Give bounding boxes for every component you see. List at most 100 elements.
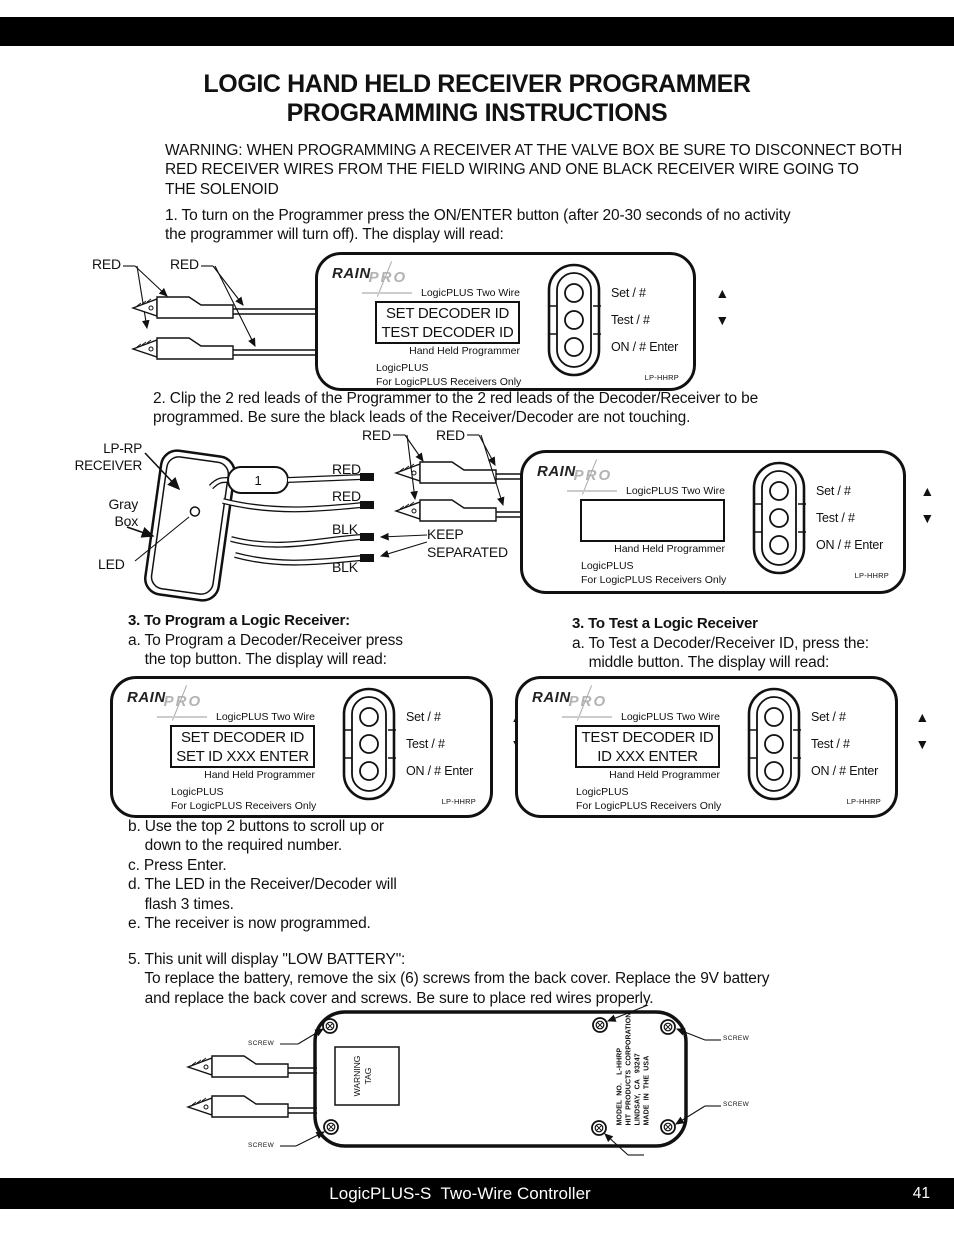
keep-separated-label: KEEP SEPARATED <box>427 526 508 560</box>
logicplus-label: LogicPLUS <box>171 786 224 798</box>
up-arrow-icon: ▲ <box>915 709 929 725</box>
button-label-enter: ON / # Enter <box>611 340 679 354</box>
set-button <box>764 707 784 727</box>
gray-box-label: Gray Box <box>108 496 138 529</box>
warning-paragraph: WARNING: WHEN PROGRAMMING A RECEIVER AT … <box>165 142 903 198</box>
clip-label-red-1: RED <box>362 427 391 443</box>
alligator-clip-icon <box>393 499 497 522</box>
screw-icon <box>322 1018 338 1034</box>
brand-rain: RAIN <box>332 265 371 282</box>
two-wire-label: LogicPLUS Two Wire <box>620 711 720 723</box>
button-label-test: Test / #▼ <box>816 510 934 526</box>
model-label: LP-HHRP <box>644 373 679 382</box>
receiver-label: LP-RP RECEIVER <box>74 441 143 473</box>
set-button <box>564 283 584 303</box>
programmer-device-4: RAINPRO LogicPLUS Two Wire TEST DECODER … <box>515 676 929 818</box>
hand-held-label: Hand Held Programmer <box>409 345 520 357</box>
brand-rain: RAIN <box>127 689 166 706</box>
warning-tag-text: WARNING TAG <box>352 1055 373 1097</box>
logicplus-label: LogicPLUS <box>576 786 629 798</box>
two-wire-label: LogicPLUS Two Wire <box>625 485 725 497</box>
two-wire-label: LogicPLUS Two Wire <box>420 287 520 299</box>
back-plate <box>313 1010 688 1148</box>
steps-bcde-paragraph: b. Use the top 2 buttons to scroll up or… <box>128 818 397 933</box>
display-line-1: SET DECODER ID <box>385 305 510 322</box>
display-line-2: ID XXX ENTER <box>597 748 698 765</box>
logo-tagline <box>362 292 412 294</box>
button-label-enter: ON / # Enter <box>406 764 474 778</box>
footer-bar: LogicPLUS-S Two-Wire Controller 41 <box>0 1178 954 1209</box>
receivers-only-label: For LogicPLUS Receivers Only <box>376 376 522 388</box>
receivers-only-label: For LogicPLUS Receivers Only <box>576 800 722 812</box>
page-title-line2: PROGRAMMING INSTRUCTIONS <box>286 99 668 127</box>
page-number: 41 <box>912 1185 930 1202</box>
alligator-clip-icon <box>130 337 234 360</box>
button-cluster <box>547 263 601 377</box>
alligator-clip-icon <box>130 296 234 319</box>
rainpro-logo: RAINPRO <box>532 685 628 721</box>
blk-wire-tip <box>360 554 374 562</box>
page-title-line1: LOGIC HAND HELD RECEIVER PROGRAMMER <box>203 70 751 98</box>
button-cluster <box>342 687 396 801</box>
set-button <box>359 707 379 727</box>
screw-icon <box>591 1120 607 1136</box>
screw-label-tl: SCREW <box>248 1040 275 1047</box>
up-arrow-icon: ▲ <box>715 285 729 301</box>
hand-held-label: Hand Held Programmer <box>204 769 315 781</box>
model-label: LP-HHRP <box>854 571 889 580</box>
enter-button <box>359 761 379 781</box>
display-line-1: SET DECODER ID <box>180 729 305 746</box>
leads-diagram <box>123 265 318 360</box>
button-label-set: Set / #▲ <box>816 483 934 499</box>
blk-wire-tip <box>360 533 374 541</box>
model-info-text: MODEL NO. L-HHRP HIT PRODUCTS CORPORATIO… <box>616 1012 651 1126</box>
wire-label-red-1: RED <box>332 461 361 477</box>
wire-label-red-2: RED <box>332 488 361 504</box>
two-wire-label: LogicPLUS Two Wire <box>215 711 315 723</box>
wire-label-blk-2: BLK <box>332 559 358 575</box>
logicplus-label: LogicPLUS <box>376 362 429 374</box>
lcd-display: SET DECODER ID SET ID XXX ENTER <box>170 725 315 768</box>
model-label: LP-HHRP <box>846 797 881 806</box>
display-line-1: TEST DECODER ID <box>581 729 714 746</box>
test-button <box>359 734 379 754</box>
wire-label-red-2: RED <box>170 256 199 272</box>
receiver-box <box>144 449 236 602</box>
step1-paragraph: 1. To turn on the Programmer press the O… <box>165 207 791 244</box>
wire-label-red-1: RED <box>92 256 121 272</box>
screw-label-bl: SCREW <box>248 1142 275 1149</box>
down-arrow-icon: ▼ <box>715 312 729 328</box>
button-label-set: Set / #▲ <box>611 285 729 301</box>
button-label-enter: ON / # Enter <box>816 538 884 552</box>
program-heading: 3. To Program a Logic Receiver: <box>128 612 350 629</box>
lcd-display: SET DECODER ID TEST DECODER ID <box>375 301 520 344</box>
up-arrow-icon: ▲ <box>920 483 934 499</box>
screw-icon <box>592 1017 608 1033</box>
rainpro-logo: RAINPRO <box>332 261 428 297</box>
red-wire-tip <box>360 473 374 481</box>
back-cover-diagram <box>185 1005 721 1156</box>
set-button <box>769 481 789 501</box>
led-label: LED <box>98 556 125 572</box>
program-body: a. To Program a Decoder/Receiver press t… <box>128 632 403 669</box>
down-arrow-icon: ▼ <box>915 736 929 752</box>
button-label-enter: ON / # Enter <box>811 764 879 778</box>
receivers-only-label: For LogicPLUS Receivers Only <box>581 574 727 586</box>
brand-rain: RAIN <box>537 463 576 480</box>
enter-button <box>564 337 584 357</box>
test-button <box>764 734 784 754</box>
clip-label-red-2: RED <box>436 427 465 443</box>
brand-pro: PRO <box>368 269 408 286</box>
button-label-set: Set / #▲ <box>811 709 929 725</box>
logo-tagline <box>562 716 612 718</box>
screw-icon <box>660 1019 676 1035</box>
button-label-test: Test / #▼ <box>611 312 729 328</box>
programmer-device-2: RAINPRO LogicPLUS Two Wire Hand Held Pro… <box>520 450 934 594</box>
display-line-2: TEST DECODER ID <box>381 324 514 341</box>
screw-icon <box>660 1119 676 1135</box>
step5-paragraph: 5. This unit will display "LOW BATTERY":… <box>128 951 770 1007</box>
warning-tag-box <box>334 1046 400 1106</box>
alligator-clip-icon <box>185 1055 289 1078</box>
display-line-2: SET ID XXX ENTER <box>176 748 309 765</box>
